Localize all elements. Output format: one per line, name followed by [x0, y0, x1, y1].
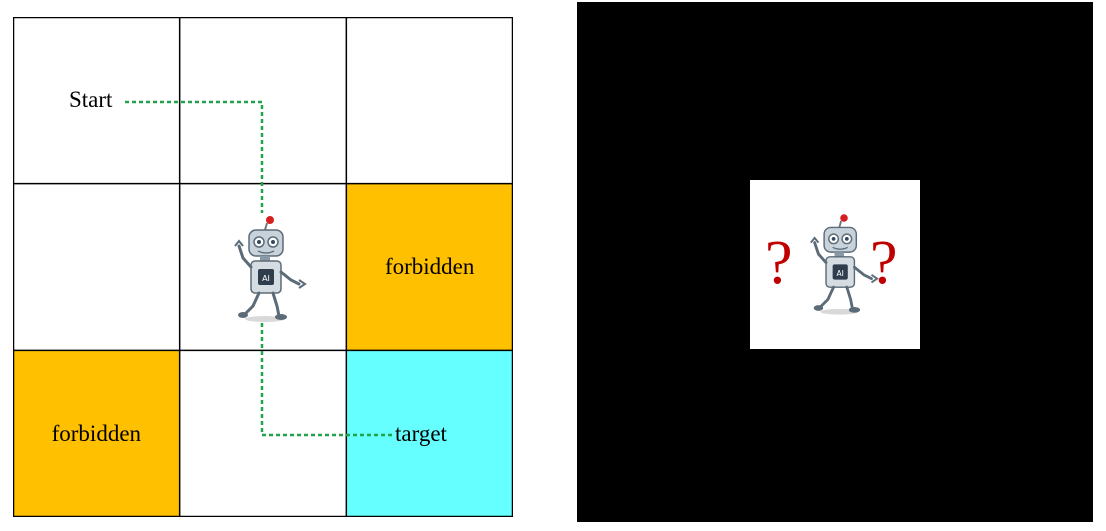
grid-cell-forbidden: forbidden: [346, 183, 513, 351]
robot-icon-observation: AI: [810, 214, 879, 315]
grid-cell-normal: [13, 183, 180, 351]
robot-icon: AI: [234, 216, 307, 322]
grid-cell-normal: [346, 17, 513, 184]
start-label: Start: [69, 87, 113, 112]
question-mark-left: ?: [765, 229, 793, 297]
grid-world: forbidden forbidden Start target AI: [13, 17, 513, 517]
robot-chip-label-observation: AI: [837, 269, 844, 278]
target-label: target: [395, 421, 447, 446]
grid-cell-forbidden: forbidden: [13, 350, 180, 517]
grid-cell-normal: [179, 350, 347, 517]
grid-cell-normal: [179, 17, 347, 184]
cell-label-forbidden: forbidden: [51, 420, 142, 446]
question-mark-right: ?: [870, 229, 898, 297]
cell-label-forbidden: forbidden: [384, 253, 475, 279]
robot-chip-label: AI: [262, 274, 270, 283]
